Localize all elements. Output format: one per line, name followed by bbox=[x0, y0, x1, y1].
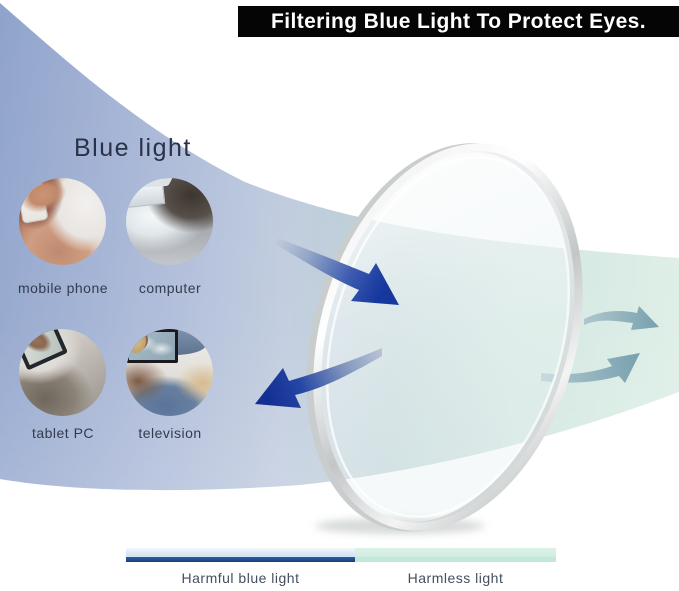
lens bbox=[306, 143, 583, 532]
harmless-light-arrow-top-icon bbox=[584, 306, 659, 330]
light-spectrum-bar bbox=[126, 548, 556, 562]
lens-glass bbox=[321, 151, 575, 523]
blue-light-incoming-arrow-icon bbox=[272, 236, 399, 305]
tablet-pc-photo bbox=[19, 329, 106, 416]
computer-photo bbox=[126, 178, 213, 265]
television-label: television bbox=[138, 425, 202, 441]
lens-rim bbox=[313, 143, 583, 531]
computer-label: computer bbox=[138, 280, 202, 296]
tablet-pc-label: tablet PC bbox=[31, 425, 95, 441]
viewer-head-shape bbox=[126, 329, 146, 353]
television-photo bbox=[126, 329, 213, 416]
harmless-bar-line bbox=[355, 557, 556, 562]
harmless-bar-fill bbox=[355, 548, 556, 557]
harmless-light-label: Harmless light bbox=[407, 570, 504, 586]
harmful-bar-segment bbox=[126, 548, 355, 562]
mobile-phone-label: mobile phone bbox=[17, 280, 109, 296]
blue-light-reflected-arrow-icon bbox=[255, 348, 382, 408]
header-title: Filtering Blue Light To Protect Eyes. bbox=[271, 9, 646, 33]
harmful-bar-line bbox=[126, 557, 355, 562]
harmless-bar-segment bbox=[355, 548, 556, 562]
lens-inner-highlight bbox=[325, 156, 571, 518]
header-banner: Filtering Blue Light To Protect Eyes. bbox=[238, 6, 679, 37]
harmful-blue-light-label: Harmful blue light bbox=[181, 570, 300, 586]
mobile-phone-photo bbox=[19, 178, 106, 265]
harmful-bar-fill bbox=[126, 548, 355, 557]
laptop-base-icon bbox=[126, 178, 173, 189]
blue-light-section-title: Blue light bbox=[74, 134, 192, 162]
